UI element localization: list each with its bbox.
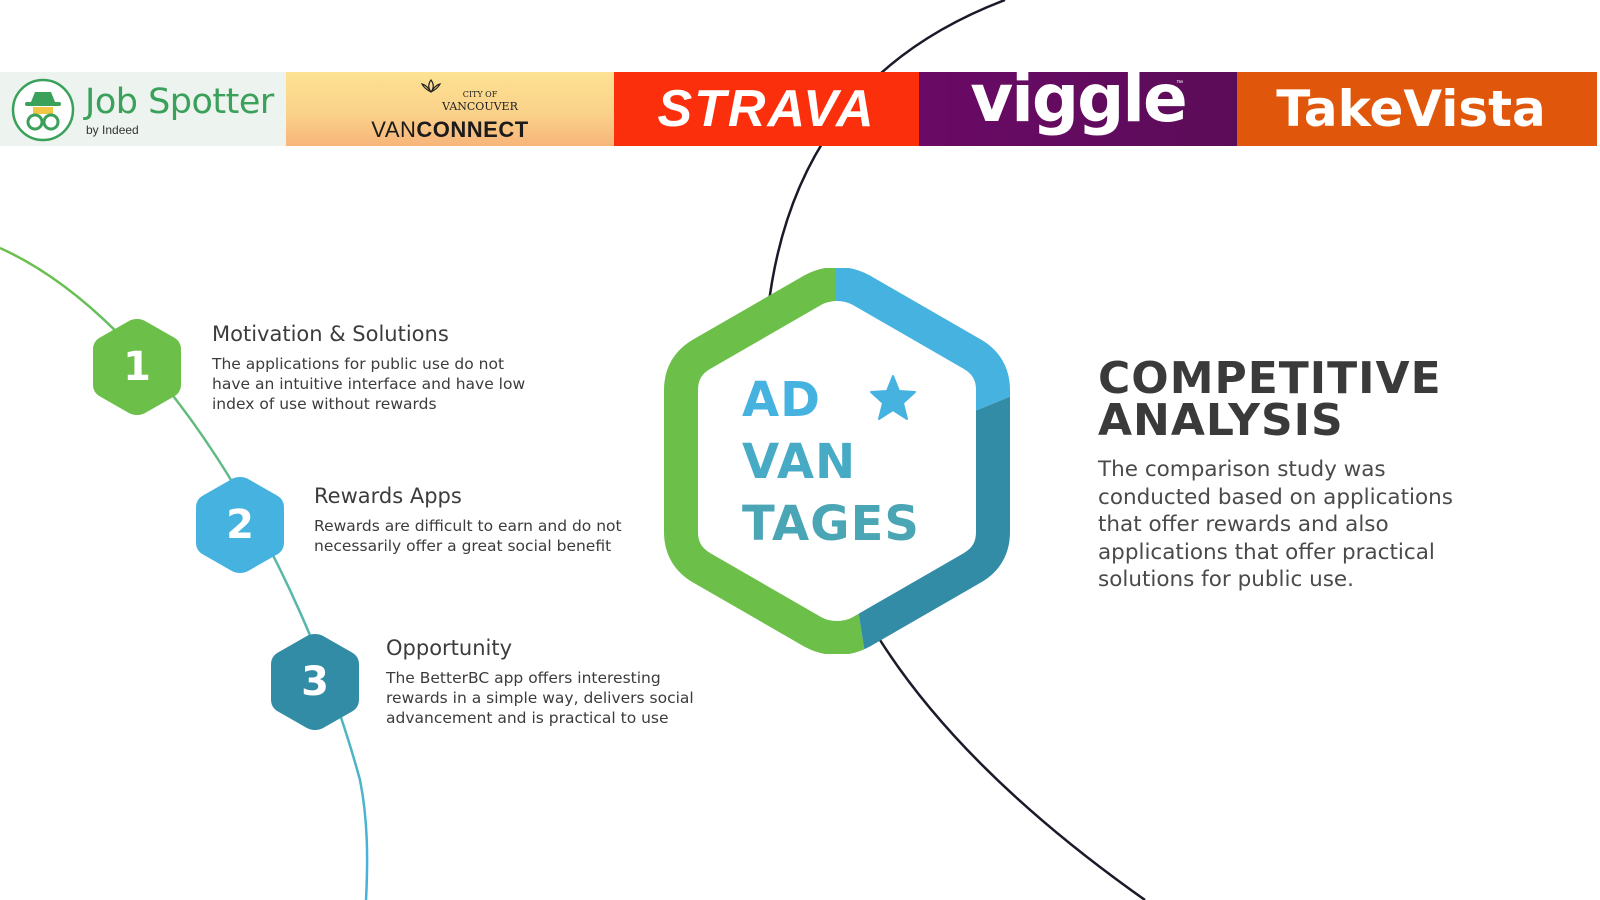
vanconnect-wordmark: VANCONNECT: [371, 117, 528, 143]
step-1-number: 1: [123, 344, 151, 390]
logo-strip: Job Spotter by Indeed CITY OF VANCOUVER …: [0, 72, 1597, 146]
vanconnect-city: VANCOUVER: [442, 100, 518, 113]
vanconnect-city-small: CITY OF: [462, 90, 498, 99]
competitive-analysis-description: The comparison study was conducted based…: [1098, 457, 1453, 592]
step-1-description: The applications for public use do not h…: [212, 355, 526, 413]
viggle-name: viggle: [970, 72, 1188, 137]
star-icon: [870, 375, 916, 420]
advantages-line-2: VAN: [742, 434, 857, 490]
jobspotter-name: Job Spotter: [85, 82, 274, 122]
spy-binoculars-icon: [11, 78, 75, 142]
takevista-logo: TakeVista: [1237, 72, 1597, 146]
vanconnect-logo: CITY OF VANCOUVER VANCONNECT: [286, 72, 614, 146]
viggle-logo: viggle ™: [919, 72, 1237, 146]
advantages-line-1: AD: [742, 372, 821, 428]
title-line-2: ANALYSIS: [1098, 395, 1344, 446]
hexagon-shape: [93, 319, 181, 415]
strava-logo: STRAVA: [614, 72, 919, 146]
advantages-hexagon: [664, 268, 1010, 654]
hexagon-light-blue-segment: [836, 268, 1010, 468]
viggle-tm: ™: [1176, 80, 1183, 87]
jobspotter-logo: Job Spotter by Indeed: [0, 72, 286, 146]
step-2-title: Rewards Apps: [314, 484, 462, 508]
hexagon-green-segment: [664, 268, 865, 654]
left-arc-curve: [0, 246, 369, 900]
jobspotter-sub: by Indeed: [86, 123, 139, 137]
step-2-number: 2: [226, 502, 254, 548]
vanconnect-light: VAN: [371, 117, 417, 142]
step-3-number: 3: [301, 659, 329, 705]
title-line-1: COMPETITIVE: [1098, 353, 1442, 404]
step-3-badge: 3: [268, 630, 362, 734]
step-3-description: The BetterBC app offers interesting rewa…: [386, 669, 694, 727]
advantages-line-3: TAGES: [742, 496, 920, 552]
vanconnect-bold: CONNECT: [416, 117, 529, 142]
hexagon-shape: [196, 477, 284, 573]
strava-name: STRAVA: [657, 80, 876, 138]
step-2-badge: 2: [193, 473, 287, 577]
hexagon-shape: [271, 634, 359, 730]
step-3-title: Opportunity: [386, 636, 513, 660]
competitive-analysis-title: COMPETITIVE ANALYSIS: [1098, 353, 1442, 446]
takevista-name: TakeVista: [1276, 80, 1546, 138]
step-1-badge: 1: [90, 315, 184, 419]
step-1-title: Motivation & Solutions: [212, 322, 449, 346]
flower-icon: [420, 78, 442, 94]
step-2-description: Rewards are difficult to earn and do not…: [314, 517, 622, 555]
